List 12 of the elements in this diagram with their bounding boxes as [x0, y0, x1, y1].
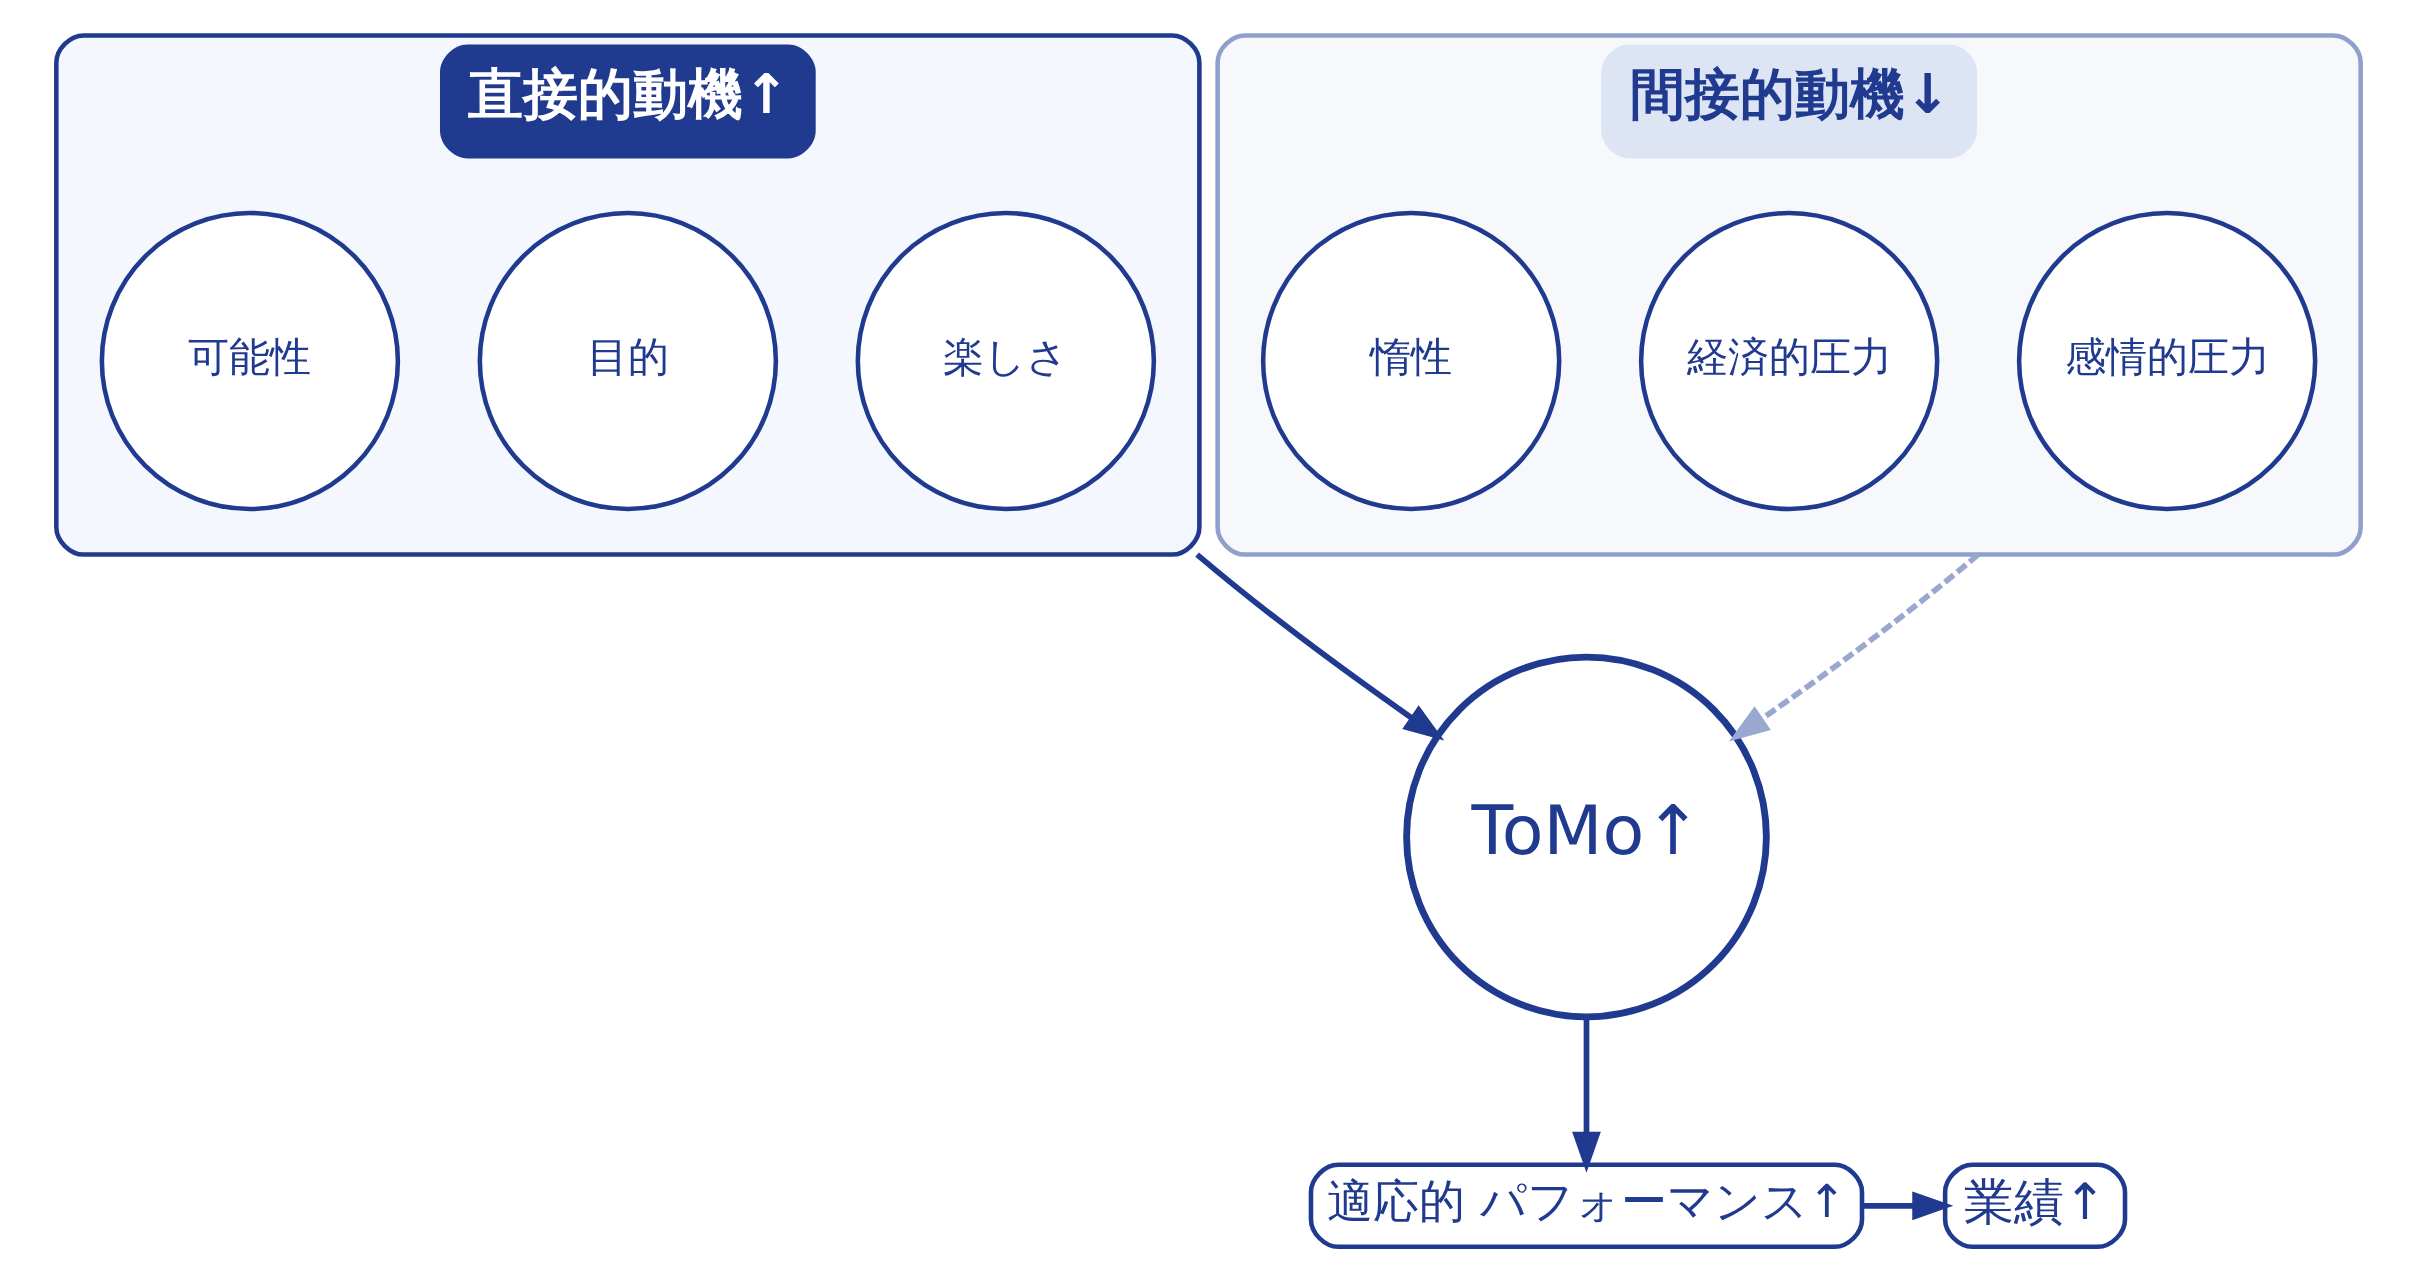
node-circle: 惰性 — [1260, 210, 1561, 512]
node-box: 業績↑ — [1942, 1162, 2127, 1250]
arrow — [1728, 552, 1980, 742]
arrow — [1861, 1191, 1953, 1221]
node-box: 適応的 パフォーマンス↑ — [1308, 1162, 1864, 1250]
arrow — [1571, 1017, 1601, 1173]
node-circle: 可能性 — [99, 210, 400, 512]
node-circle: 経済的圧力 — [1638, 210, 1939, 512]
node-circle: 感情的圧力 — [2016, 210, 2317, 512]
node-circle: 楽しさ — [855, 210, 1156, 512]
node-circle: 目的 — [477, 210, 778, 512]
arrow — [1194, 552, 1444, 741]
